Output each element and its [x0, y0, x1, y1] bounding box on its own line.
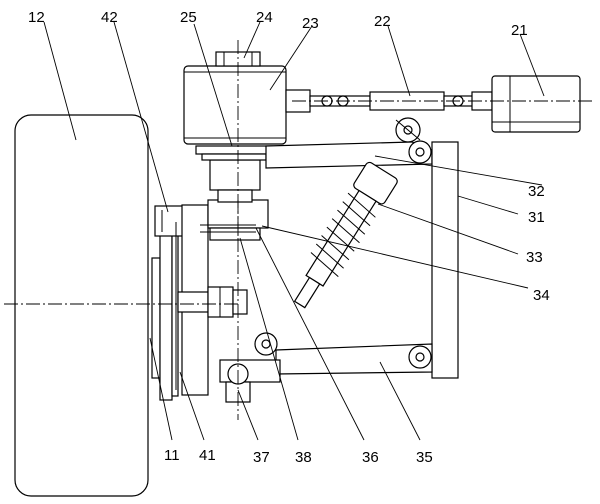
label-21: 21 — [511, 22, 528, 39]
label-31: 31 — [528, 209, 545, 226]
label-38: 38 — [295, 449, 312, 466]
label-42: 42 — [101, 9, 118, 26]
shock-absorber — [284, 161, 398, 314]
upper-arm-pivot — [396, 118, 420, 142]
actuator — [492, 76, 580, 132]
label-24: 24 — [256, 9, 273, 26]
label-34: 34 — [533, 287, 550, 304]
gear-motor — [184, 52, 286, 144]
label-36: 36 — [362, 449, 379, 466]
label-23: 23 — [302, 15, 319, 32]
axle-nut — [178, 287, 247, 317]
label-25: 25 — [180, 9, 197, 26]
label-33: 33 — [526, 249, 543, 266]
label-35: 35 — [416, 449, 433, 466]
label-41: 41 — [199, 447, 216, 464]
label-22: 22 — [374, 13, 391, 30]
label-12: 12 — [28, 9, 45, 26]
label-11: 11 — [164, 447, 180, 464]
label-32: 32 — [528, 183, 545, 200]
label-37: 37 — [253, 449, 270, 466]
lower-pivot — [220, 333, 280, 402]
wheel — [15, 115, 148, 496]
kingpin-column — [196, 146, 272, 202]
